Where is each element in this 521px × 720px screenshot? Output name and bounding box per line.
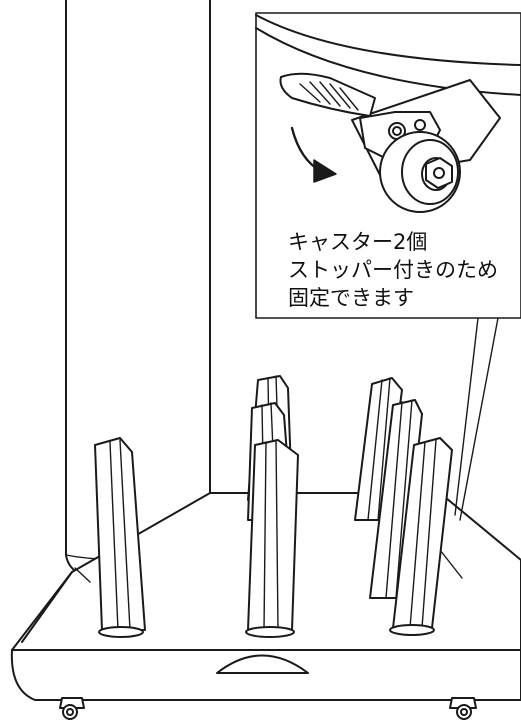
pole-holder-front-right [389, 437, 453, 636]
bottom-caster-right [449, 697, 477, 720]
pole-holder-front-left [94, 437, 146, 638]
caster-wheel [379, 131, 461, 213]
caster-closeup [255, 14, 521, 213]
center-pole [65, 0, 211, 587]
callout-pointer [454, 317, 499, 521]
stopper-pedal [279, 72, 376, 117]
callout-line-2: ストッパー付きのため [288, 258, 498, 282]
pole-holder-front-center [245, 439, 299, 638]
callout-line-3: 固定できます [288, 286, 414, 310]
handle-cutout [216, 654, 309, 674]
curved-arrow-icon [290, 126, 337, 183]
callout-text: キャスター2個 ストッパー付きのため 固定できます [288, 230, 498, 310]
callout-line-1: キャスター2個 [288, 230, 427, 254]
bottom-caster-left [59, 697, 85, 720]
